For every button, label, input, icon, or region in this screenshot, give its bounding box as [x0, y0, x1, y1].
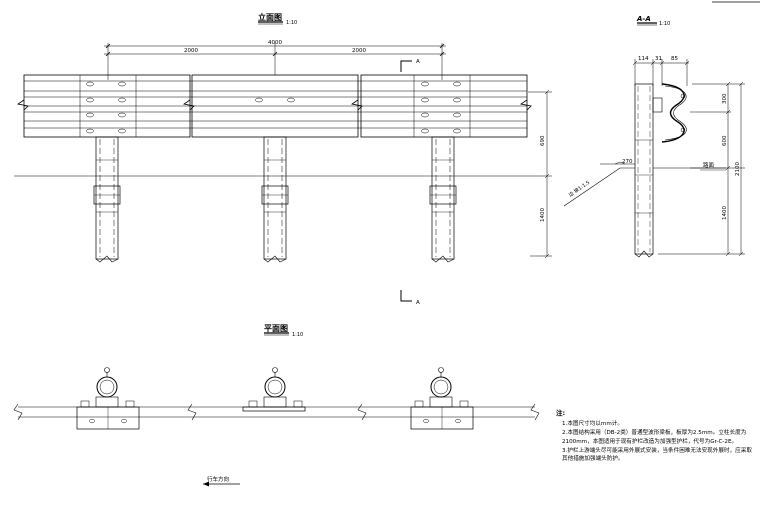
elevation-view: 立面图 1:10 4000 2000 2000 [14, 12, 552, 306]
dim-85: 85 [671, 56, 678, 62]
section-mark-bottom [400, 290, 412, 302]
notes-heading: 注: [556, 409, 566, 417]
dim-690: 690 [540, 135, 546, 146]
direction-label: 行车方向 [207, 475, 229, 483]
plan-post [76, 367, 140, 430]
dim-1400-section: 1400 [722, 206, 728, 220]
dim-270: 270 [622, 159, 633, 165]
plan-view: 平面图 1:10 [13, 324, 540, 487]
section-scale: 1:10 [659, 21, 670, 27]
dim-600: 600 [722, 135, 728, 146]
dim-300: 300 [722, 93, 728, 104]
elevation-scale: 1:10 [286, 20, 297, 26]
section-mark-label-top: A [416, 59, 420, 65]
dim-114: 114 [638, 56, 649, 62]
direction-arrow [203, 481, 240, 487]
road-label: 路面 [703, 161, 715, 169]
dim-right: 2000 [352, 48, 366, 54]
guardrail-beam [16, 74, 532, 138]
dim-1400: 1400 [540, 208, 546, 222]
note-item-1: 1.本图尺寸均以mm计。 [562, 421, 623, 428]
note-item-2: 2.本图结构采用（DB-2类）普通型波形梁板，板厚为2.5mm。立柱长度为210… [562, 430, 747, 445]
elevation-title: 立面图 [258, 12, 282, 22]
plan-post [410, 367, 474, 430]
dim-2100: 2100 [735, 162, 741, 176]
plan-title: 平面图 [264, 324, 288, 333]
plan-post [242, 367, 306, 412]
posts [93, 136, 457, 263]
dim-left: 2000 [184, 48, 198, 54]
section-view: A-A 1:10 114 31 85 [563, 15, 745, 258]
notes-block: 注: 1.本图尺寸均以mm计。 2.本图结构采用（DB-2类）普通型波形梁板，板… [556, 409, 756, 464]
dimension-lines [104, 43, 446, 80]
note-item-3: 3.护栏上游端头尽可能采用外展式安装，当条件困难无法安现外展时，应采取其他措施加… [562, 447, 752, 463]
section-title: A-A [636, 15, 651, 23]
section-mark-label-bottom: A [416, 300, 420, 306]
vertical-dimensions [528, 89, 552, 259]
section-mark-top [400, 60, 412, 72]
plan-scale: 1:10 [292, 332, 303, 338]
dim-total: 4000 [268, 40, 282, 46]
dim-31: 31 [655, 56, 662, 62]
